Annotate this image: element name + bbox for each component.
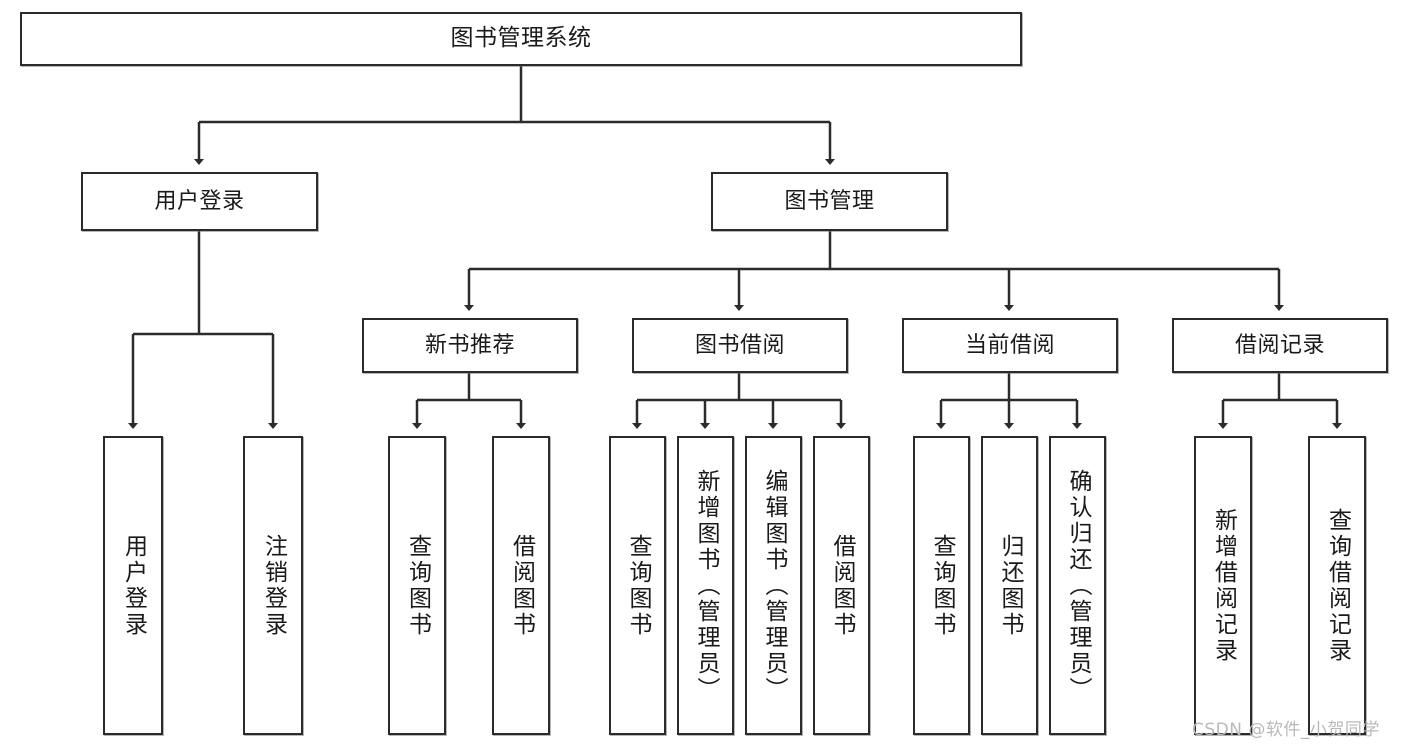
node-label: 确认归还（管理员） [1065,468,1091,703]
leaf-logout[interactable]: 注销登录 [243,436,303,735]
node-label: 用户登录 [154,188,245,214]
node-label: 当前借阅 [964,332,1055,358]
node-book-borrow[interactable]: 图书借阅 [632,318,848,373]
node-label: 图书管理 [784,188,875,214]
node-label: 查询图书 [625,533,651,638]
leaf-edit-book-admin[interactable]: 编辑图书（管理员） [745,436,802,735]
leaf-query-book-recommend[interactable]: 查询图书 [388,436,446,735]
node-book-management[interactable]: 图书管理 [711,172,948,231]
node-label: 查询图书 [929,533,955,638]
node-label: 借阅图书 [829,533,855,638]
node-label: 图书借阅 [694,332,785,358]
leaf-add-book-admin[interactable]: 新增图书（管理员） [677,436,734,735]
node-label: 编辑图书（管理员） [761,468,787,703]
node-label: 借阅记录 [1234,332,1325,358]
node-user-login[interactable]: 用户登录 [81,172,318,231]
node-label: 归还图书 [997,533,1023,638]
node-current-borrow[interactable]: 当前借阅 [902,318,1118,373]
leaf-confirm-return-admin[interactable]: 确认归还（管理员） [1049,436,1106,735]
node-label: 用户登录 [120,533,147,638]
leaf-user-login[interactable]: 用户登录 [103,436,163,735]
leaf-query-book-borrow[interactable]: 查询图书 [609,436,666,735]
node-label: 新书推荐 [424,332,515,358]
node-label: 查询借阅记录 [1324,507,1351,664]
node-new-book-recommend[interactable]: 新书推荐 [362,318,578,373]
leaf-borrow-book-recommend[interactable]: 借阅图书 [492,436,550,735]
leaf-borrow-book[interactable]: 借阅图书 [813,436,870,735]
node-root[interactable]: 图书管理系统 [20,12,1022,66]
node-label: 新增图书（管理员） [693,468,719,703]
node-label: 图书管理系统 [450,25,592,52]
node-label: 新增借阅记录 [1210,507,1237,664]
node-label: 查询图书 [404,533,431,638]
node-label: 借阅图书 [508,533,535,638]
leaf-query-book-current[interactable]: 查询图书 [913,436,970,735]
node-borrow-record[interactable]: 借阅记录 [1172,318,1388,373]
node-label: 注销登录 [260,533,287,638]
leaf-query-borrow-record[interactable]: 查询借阅记录 [1308,436,1366,735]
leaf-add-borrow-record[interactable]: 新增借阅记录 [1194,436,1252,735]
csdn-watermark: CSDN @软件_小贺同学 [1192,720,1380,740]
leaf-return-book[interactable]: 归还图书 [981,436,1038,735]
